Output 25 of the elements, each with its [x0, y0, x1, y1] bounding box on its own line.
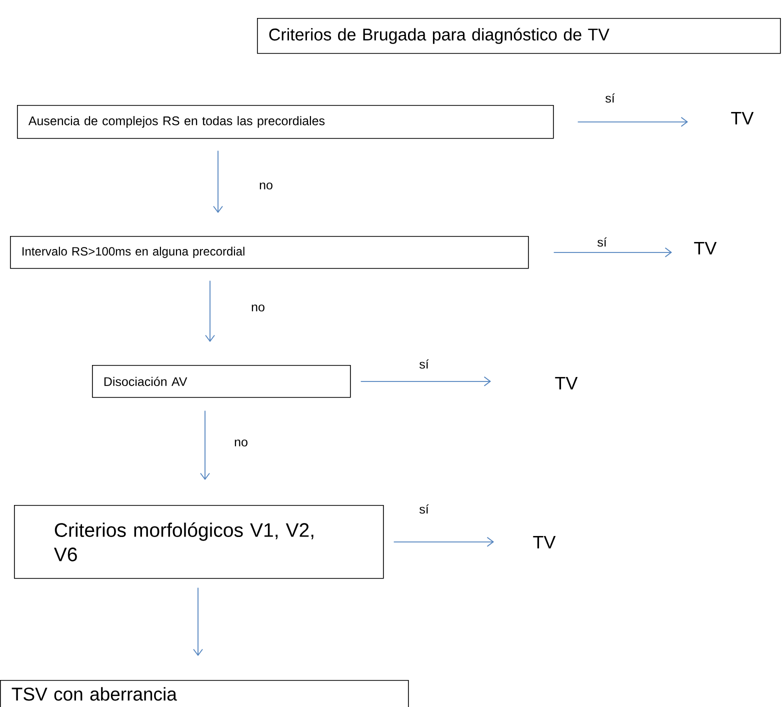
process-box: Intervalo RS>100ms en alguna precordial — [10, 236, 529, 269]
arrow — [553, 247, 672, 258]
arrow — [213, 150, 223, 213]
result-text: TV — [533, 536, 556, 548]
result-text: TV — [731, 112, 754, 124]
edge-label: sí — [420, 504, 429, 514]
edge-label: sí — [597, 237, 607, 247]
arrow — [193, 587, 203, 656]
process-box: Ausencia de complejos RS en todas las precordiales — [17, 105, 554, 139]
edge-label: sí — [420, 359, 429, 369]
arrow — [205, 280, 215, 342]
arrow — [360, 376, 491, 386]
result-text: TV — [555, 377, 578, 390]
edge-label: no — [252, 304, 264, 312]
process-box: Criterios morfológicos V1, V2, V6 — [14, 505, 384, 579]
result-text: TV — [694, 242, 717, 254]
arrow — [393, 536, 494, 547]
process-box: TSV con aberrancia — [0, 680, 409, 707]
arrow — [200, 410, 210, 480]
process-box: Disociación AV — [92, 365, 351, 398]
edge-label: no — [260, 182, 272, 190]
edge-label: no — [234, 440, 248, 446]
process-box: Criterios de Brugada para diagnóstico de TV — [257, 18, 781, 54]
arrow — [577, 116, 688, 127]
edge-label: sí — [605, 93, 615, 103]
